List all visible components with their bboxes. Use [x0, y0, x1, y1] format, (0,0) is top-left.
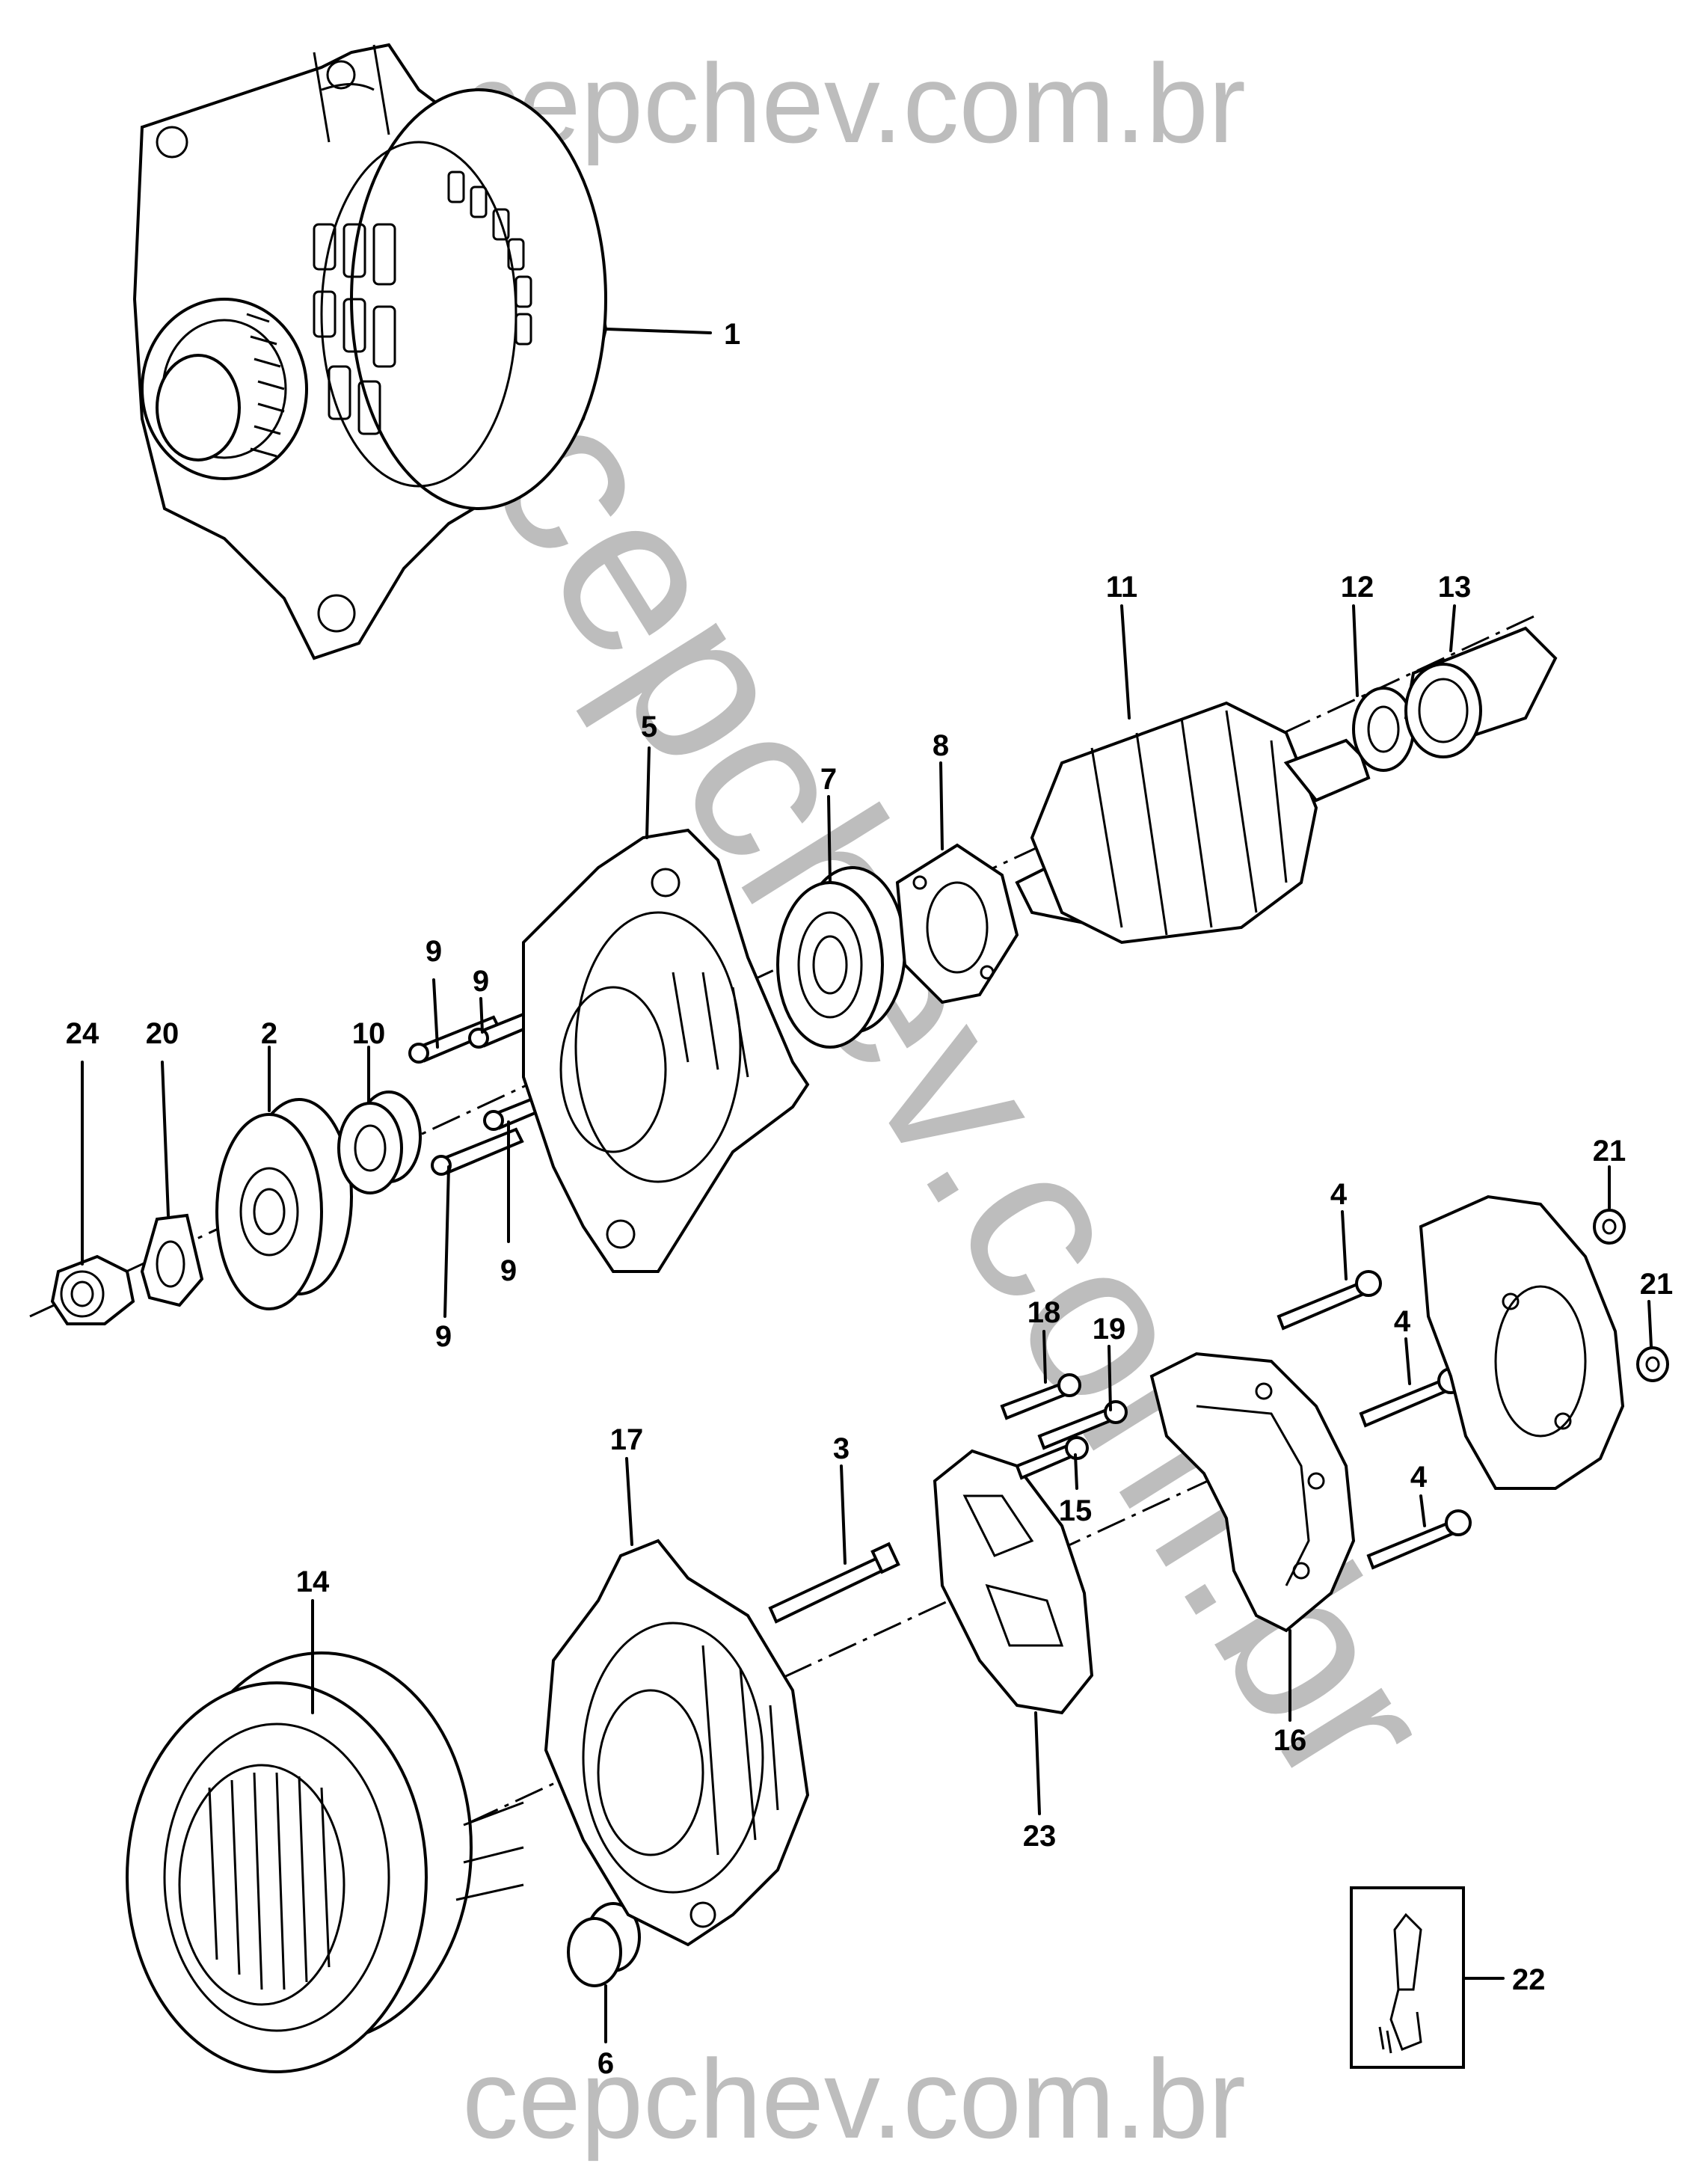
label-part-9: 9: [500, 1254, 517, 1287]
spacer-part-10: [337, 1091, 422, 1194]
label-part-21: 21: [1640, 1268, 1674, 1301]
label-part-4: 4: [1410, 1461, 1428, 1494]
watermark-top: cepchev.com.br: [462, 40, 1246, 166]
label-part-24: 24: [66, 1017, 99, 1050]
label-part-19: 19: [1093, 1313, 1126, 1346]
nut-part-21: [1593, 1209, 1669, 1382]
screw-part-15: [1015, 1436, 1089, 1480]
brush-kit-inset-part-22: [1350, 1886, 1465, 2069]
label-part-21: 21: [1593, 1135, 1626, 1168]
label-part-5: 5: [641, 711, 657, 743]
washer-part-20: [140, 1213, 204, 1307]
bolt-part-4: [1277, 1270, 1472, 1570]
watermark-bottom: cepchev.com.br: [462, 2036, 1246, 2162]
label-part-15: 15: [1059, 1494, 1093, 1527]
label-part-9: 9: [473, 965, 489, 998]
label-part-17: 17: [610, 1423, 644, 1456]
label-part-10: 10: [352, 1017, 386, 1050]
rotor-part-11: [1015, 701, 1371, 945]
rear-cover: [1419, 1194, 1625, 1490]
label-part-1: 1: [724, 318, 740, 351]
label-part-14: 14: [296, 1565, 330, 1598]
label-part-16: 16: [1274, 1724, 1307, 1757]
bolt-part-3: [768, 1542, 900, 1624]
label-part-12: 12: [1341, 571, 1374, 604]
label-part-2: 2: [261, 1017, 277, 1050]
alternator-assembly: [132, 43, 608, 660]
stator-part-14: [126, 1651, 524, 2073]
grommet-part-6: [567, 1902, 641, 1987]
ring-part-12: [1352, 687, 1415, 772]
label-part-4: 4: [1330, 1178, 1348, 1211]
label-part-20: 20: [146, 1017, 179, 1050]
label-part-13: 13: [1438, 571, 1472, 604]
label-part-3: 3: [833, 1432, 850, 1465]
label-part-8: 8: [933, 729, 949, 762]
leader-lines: [81, 604, 1653, 2043]
label-part-4: 4: [1394, 1305, 1411, 1338]
rear-housing-part-17: [544, 1539, 810, 1947]
screw-part-18: [1000, 1373, 1081, 1420]
drive-end-housing-part-5: [522, 828, 810, 1273]
label-part-6: 6: [598, 2047, 614, 2080]
retainer-plate-part-8: [895, 843, 1019, 1004]
regulator-part-23: [933, 1449, 1094, 1715]
label-part-7: 7: [820, 763, 837, 796]
label-part-23: 23: [1023, 1820, 1057, 1853]
pulley-part-2: [215, 1098, 353, 1310]
label-part-11: 11: [1106, 571, 1137, 604]
label-part-18: 18: [1027, 1296, 1061, 1329]
label-part-9: 9: [426, 935, 442, 968]
nut-part-24: [50, 1254, 135, 1325]
cap-part-13: [1404, 626, 1558, 758]
screw-part-19: [1037, 1400, 1128, 1450]
label-part-9: 9: [435, 1320, 452, 1353]
rectifier-part-16: [1149, 1352, 1356, 1633]
bearing-part-7: [776, 866, 906, 1049]
label-part-22: 22: [1512, 1963, 1546, 1996]
